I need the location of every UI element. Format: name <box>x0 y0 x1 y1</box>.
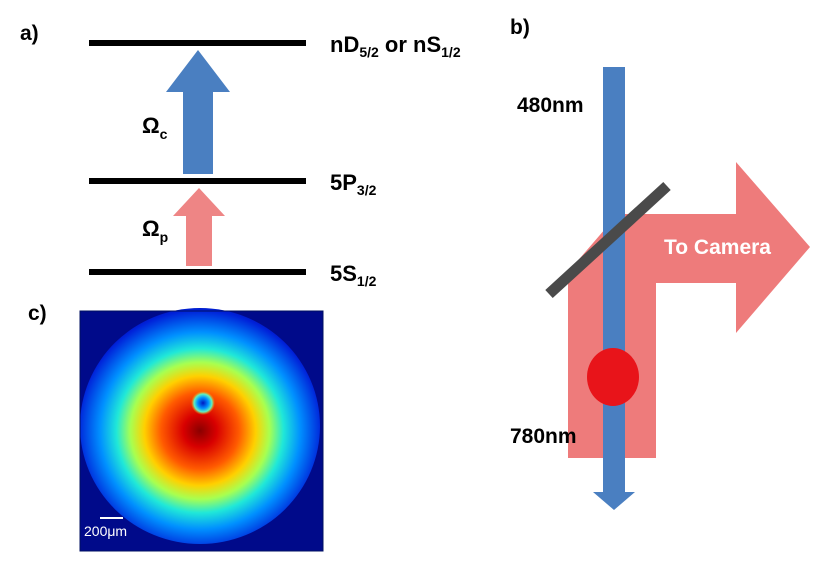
absorption-image <box>79 308 324 552</box>
camera-label: To Camera <box>664 236 771 259</box>
panel-label-c: c) <box>28 302 47 325</box>
level-label-bottom: 5S1/2 <box>330 261 377 289</box>
probe-arrow <box>173 188 225 266</box>
probe-rabi-label: Ωp <box>142 216 168 245</box>
atom-cloud <box>587 348 639 406</box>
level-label-top: nD5/2 or nS1/2 <box>330 32 461 60</box>
blue-beam-label: 480nm <box>517 94 584 117</box>
panel-label-a: a) <box>20 22 39 45</box>
red-beam-label: 780nm <box>510 425 577 448</box>
level-label-middle: 5P3/2 <box>330 170 377 198</box>
scale-bar-label: 200μm <box>84 523 127 539</box>
panel-label-b: b) <box>510 16 530 39</box>
dichroic-mirror <box>545 181 671 299</box>
coupling-arrow <box>166 50 230 174</box>
coupling-rabi-label: Ωc <box>142 113 168 142</box>
